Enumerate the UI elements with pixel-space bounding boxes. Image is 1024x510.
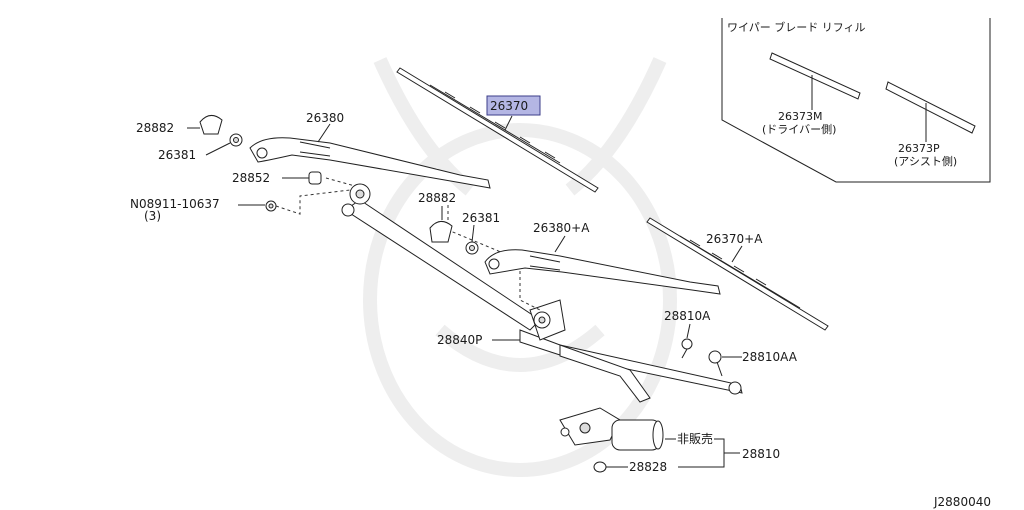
label-28882-a[interactable]: 28882 (136, 121, 174, 135)
cap-28882-b[interactable] (429, 221, 453, 243)
label-28810A[interactable]: 28810A (664, 309, 711, 323)
label-28828[interactable]: 28828 (629, 460, 667, 474)
highlight-26370[interactable] (486, 95, 541, 116)
label-26381-a[interactable]: 26381 (158, 148, 196, 162)
refill-assist-strip[interactable] (885, 81, 976, 134)
label-26370[interactable]: 26370 (490, 99, 528, 113)
label-26373P[interactable]: 26373P (898, 142, 940, 155)
bolt-08911[interactable] (265, 200, 277, 212)
nut-26381-a[interactable] (229, 133, 243, 147)
refill-driver-strip[interactable] (769, 52, 861, 100)
wiper-arm-assist[interactable] (484, 249, 721, 295)
label-28882-b[interactable]: 28882 (418, 191, 456, 205)
label-26380[interactable]: 26380 (306, 111, 344, 125)
inset-title: ワイパー ブレード リフィル (727, 20, 866, 34)
wiper-blade-assist[interactable] (646, 217, 829, 331)
label-28810AA[interactable]: 28810AA (742, 350, 798, 364)
bolt-28810A[interactable] (681, 338, 693, 359)
label-26373P-side: (アシスト側) (894, 155, 957, 168)
linkage-assembly[interactable] (341, 183, 743, 403)
pivot-28852[interactable] (308, 171, 322, 185)
refill-inset: ワイパー ブレード リフィル 26373M (ドライバー側) 26373P (ア… (721, 18, 991, 183)
label-08911-qty: (3) (144, 209, 161, 223)
label-not-sold: 非販売 (677, 431, 713, 446)
wiper-blade-driver[interactable] (396, 67, 599, 193)
label-26381-b[interactable]: 26381 (462, 211, 500, 225)
bolt-28810AA[interactable] (708, 350, 723, 377)
label-08911-10637[interactable]: N08911-10637 (130, 197, 220, 211)
label-28840P[interactable]: 28840P (437, 333, 482, 347)
label-26380A[interactable]: 26380+A (533, 221, 590, 235)
label-26373M[interactable]: 26373M (778, 110, 822, 123)
washer-28828[interactable] (593, 461, 607, 473)
wiper-motor[interactable] (559, 407, 664, 451)
label-28810[interactable]: 28810 (742, 447, 780, 461)
wiper-arm-driver[interactable] (249, 137, 491, 189)
label-28852[interactable]: 28852 (232, 171, 270, 185)
label-26373M-side: (ドライバー側) (762, 123, 836, 136)
label-26370A[interactable]: 26370+A (706, 232, 763, 246)
nut-26381-b[interactable] (465, 241, 479, 255)
diagram-id: J2880040 (933, 495, 991, 509)
cap-28882-a[interactable] (199, 115, 223, 135)
